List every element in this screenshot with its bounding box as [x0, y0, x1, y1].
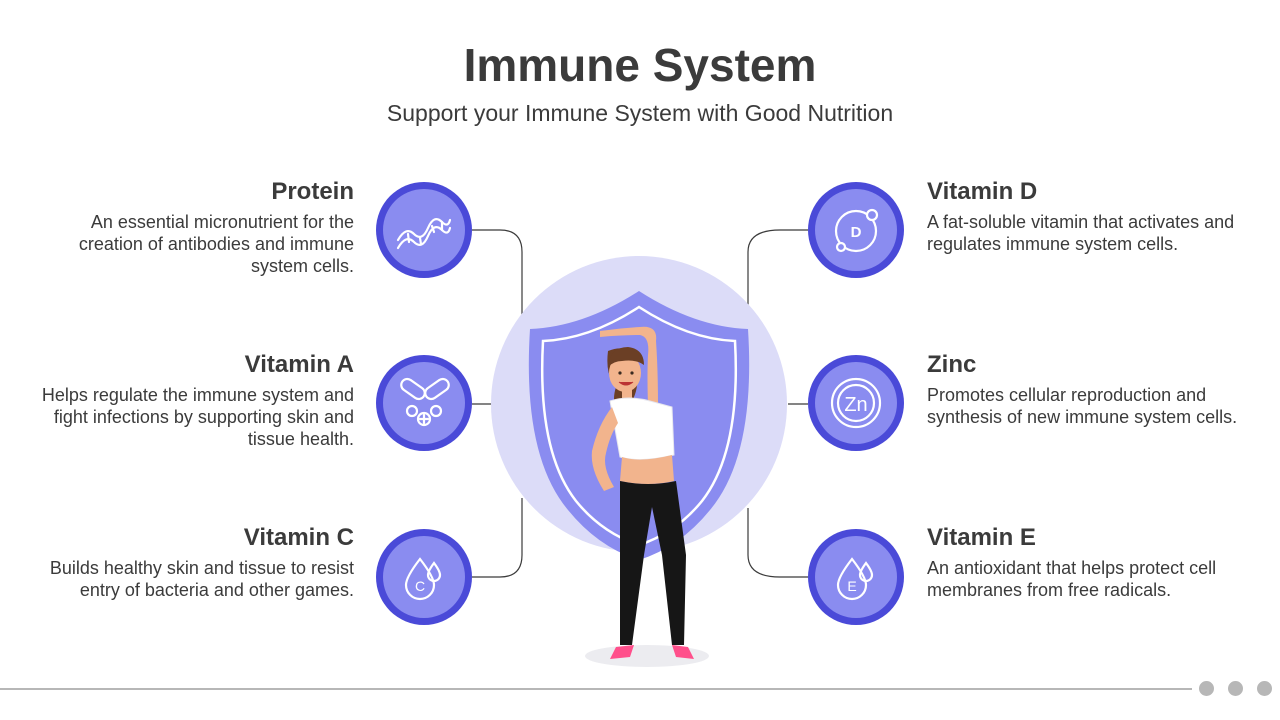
vitamin-e-drop-icon: E: [808, 529, 904, 625]
vitamin-c-drop-icon: C: [376, 529, 472, 625]
page-subtitle: Support your Immune System with Good Nut…: [386, 100, 894, 126]
pagination-dot[interactable]: [1228, 681, 1243, 696]
item-title: Zinc: [927, 351, 977, 378]
item-description: An essential micronutrient for the creat…: [78, 212, 354, 276]
item-description: An antioxidant that helps protect cell m…: [927, 558, 1217, 600]
zinc-icon: Zn: [808, 355, 904, 451]
item-protein: Protein An essential micronutrient for t…: [24, 177, 354, 277]
item-title: Vitamin E: [927, 524, 1036, 551]
item-vitamin-c: Vitamin C Builds healthy skin and tissue…: [24, 523, 354, 601]
svg-text:E: E: [847, 578, 856, 594]
svg-text:C: C: [415, 578, 425, 594]
item-description: Promotes cellular reproduction and synth…: [927, 385, 1238, 427]
pagination-dot[interactable]: [1257, 681, 1272, 696]
svg-text:Zn: Zn: [844, 394, 867, 416]
item-title: Protein: [271, 178, 354, 205]
page-title: Immune System: [463, 39, 817, 91]
pagination-dot[interactable]: [1199, 681, 1214, 696]
footer-divider: [0, 688, 1192, 690]
item-vitamin-d: Vitamin D A fat-soluble vitamin that act…: [927, 177, 1257, 255]
item-vitamin-e: Vitamin E An antioxidant that helps prot…: [927, 523, 1257, 601]
item-title: Vitamin C: [243, 524, 354, 551]
dna-icon: [376, 182, 472, 278]
vitamin-d-molecule-icon: D: [808, 182, 904, 278]
item-description: A fat-soluble vitamin that activates and…: [927, 212, 1235, 254]
svg-text:D: D: [851, 224, 862, 241]
item-title: Vitamin D: [927, 178, 1038, 205]
item-zinc: Zinc Promotes cellular reproduction and …: [927, 350, 1257, 428]
woman-shield-illustration: [491, 256, 787, 667]
item-title: Vitamin A: [244, 351, 354, 378]
item-description: Helps regulate the immune system and fig…: [41, 385, 354, 449]
pills-icon: [376, 355, 472, 451]
item-vitamin-a: Vitamin A Helps regulate the immune syst…: [24, 350, 354, 450]
item-description: Builds healthy skin and tissue to resist…: [49, 558, 354, 600]
